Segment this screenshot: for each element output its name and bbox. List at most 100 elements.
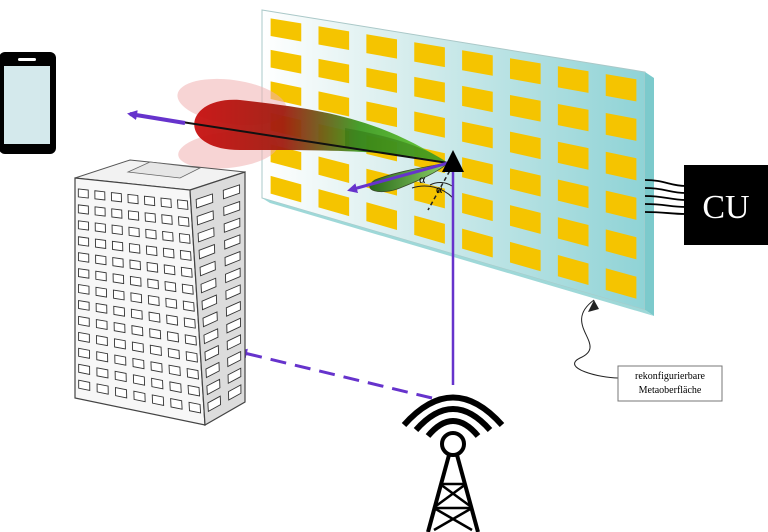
building-window xyxy=(224,234,241,250)
building-window xyxy=(183,317,196,329)
meta-patch xyxy=(509,131,541,160)
building-window xyxy=(186,367,199,380)
building-window xyxy=(130,292,143,304)
building-window xyxy=(162,230,174,242)
building-window xyxy=(113,338,126,350)
building-window xyxy=(111,224,123,236)
building-window xyxy=(147,278,159,290)
meta-patch xyxy=(270,144,302,171)
building-window xyxy=(96,383,109,395)
building-window xyxy=(225,300,241,317)
building-window xyxy=(195,193,214,209)
building-window xyxy=(78,347,90,359)
building-window xyxy=(111,208,123,219)
meta-patch xyxy=(557,179,589,209)
meta-patch xyxy=(414,111,445,138)
building-window xyxy=(149,344,162,357)
metasurface-label-line1: rekonfigurierbare xyxy=(635,371,706,382)
meta-patch xyxy=(318,189,350,217)
building-window xyxy=(163,264,176,276)
building-window xyxy=(166,331,180,343)
building-window xyxy=(77,188,89,199)
meta-patch xyxy=(462,192,493,222)
building-window xyxy=(132,357,145,370)
controller-unit: CU xyxy=(684,165,768,245)
building-window xyxy=(222,184,241,200)
building-window xyxy=(95,302,108,314)
meta-patch xyxy=(270,18,302,42)
building-window xyxy=(147,295,160,307)
building-window xyxy=(198,243,216,260)
meta-patch xyxy=(605,268,637,299)
patch-grid xyxy=(270,18,637,299)
building-window xyxy=(94,238,107,250)
building-window xyxy=(78,379,91,391)
building-window xyxy=(177,199,189,210)
building-window xyxy=(223,200,241,217)
building-window xyxy=(94,190,106,201)
building-window xyxy=(78,331,90,343)
building-window xyxy=(95,254,107,266)
building-window xyxy=(130,308,143,320)
meta-patch xyxy=(557,217,589,247)
building-window xyxy=(114,370,127,383)
building-window xyxy=(187,384,201,397)
building-window xyxy=(143,195,156,207)
building-window xyxy=(96,335,108,347)
building-window xyxy=(205,361,220,379)
building-window xyxy=(201,294,218,311)
building-window xyxy=(112,289,125,301)
meta-patch xyxy=(414,215,445,244)
angle-label-right: α xyxy=(436,182,443,196)
building-window xyxy=(127,210,140,221)
meta-patch xyxy=(509,241,541,272)
meta-patch xyxy=(509,94,541,122)
meta-patch xyxy=(366,101,398,128)
building-window xyxy=(228,384,242,401)
building-window xyxy=(167,347,180,360)
meta-patch xyxy=(605,151,637,181)
building-window xyxy=(148,311,161,323)
meta-patch xyxy=(557,141,589,170)
building-window xyxy=(151,394,165,406)
label-leader-line xyxy=(574,299,619,379)
metasurface-label-box: rekonfigurierbare Metaoberfläche xyxy=(617,365,723,402)
meta-patch xyxy=(462,121,493,149)
building-window xyxy=(199,260,216,277)
building-window xyxy=(225,284,241,301)
meta-patch xyxy=(270,175,302,203)
building-window xyxy=(185,351,198,363)
building-window xyxy=(96,351,109,363)
building-window xyxy=(78,284,90,295)
reflected-beam xyxy=(177,78,448,169)
meta-patch xyxy=(366,34,398,59)
side-lobe xyxy=(369,162,450,193)
building-window xyxy=(78,315,90,327)
meta-patch xyxy=(462,157,493,185)
building-window xyxy=(224,250,241,267)
label-leader-arrowhead xyxy=(588,300,599,312)
building-window xyxy=(180,266,193,278)
meta-patch xyxy=(557,66,589,93)
building-window xyxy=(196,210,214,226)
building-window xyxy=(131,325,144,337)
building-window xyxy=(95,270,107,282)
building-window xyxy=(146,261,159,273)
building-window xyxy=(177,216,190,227)
building-window xyxy=(77,204,89,215)
incidence-point-marker xyxy=(442,150,464,172)
building-window xyxy=(77,252,90,263)
meta-patch xyxy=(414,76,445,103)
building-window xyxy=(160,197,172,209)
meta-patch xyxy=(270,49,302,74)
secondary-reflected-arrow xyxy=(347,161,449,193)
building-window xyxy=(77,236,90,247)
meta-patch xyxy=(318,156,350,183)
metasurface-label-line2: Metaoberfläche xyxy=(639,385,702,396)
building-window xyxy=(200,277,217,294)
building-windows-front xyxy=(77,188,202,414)
controller-cables xyxy=(644,179,687,215)
building-window xyxy=(179,249,192,261)
meta-patch xyxy=(557,103,589,132)
